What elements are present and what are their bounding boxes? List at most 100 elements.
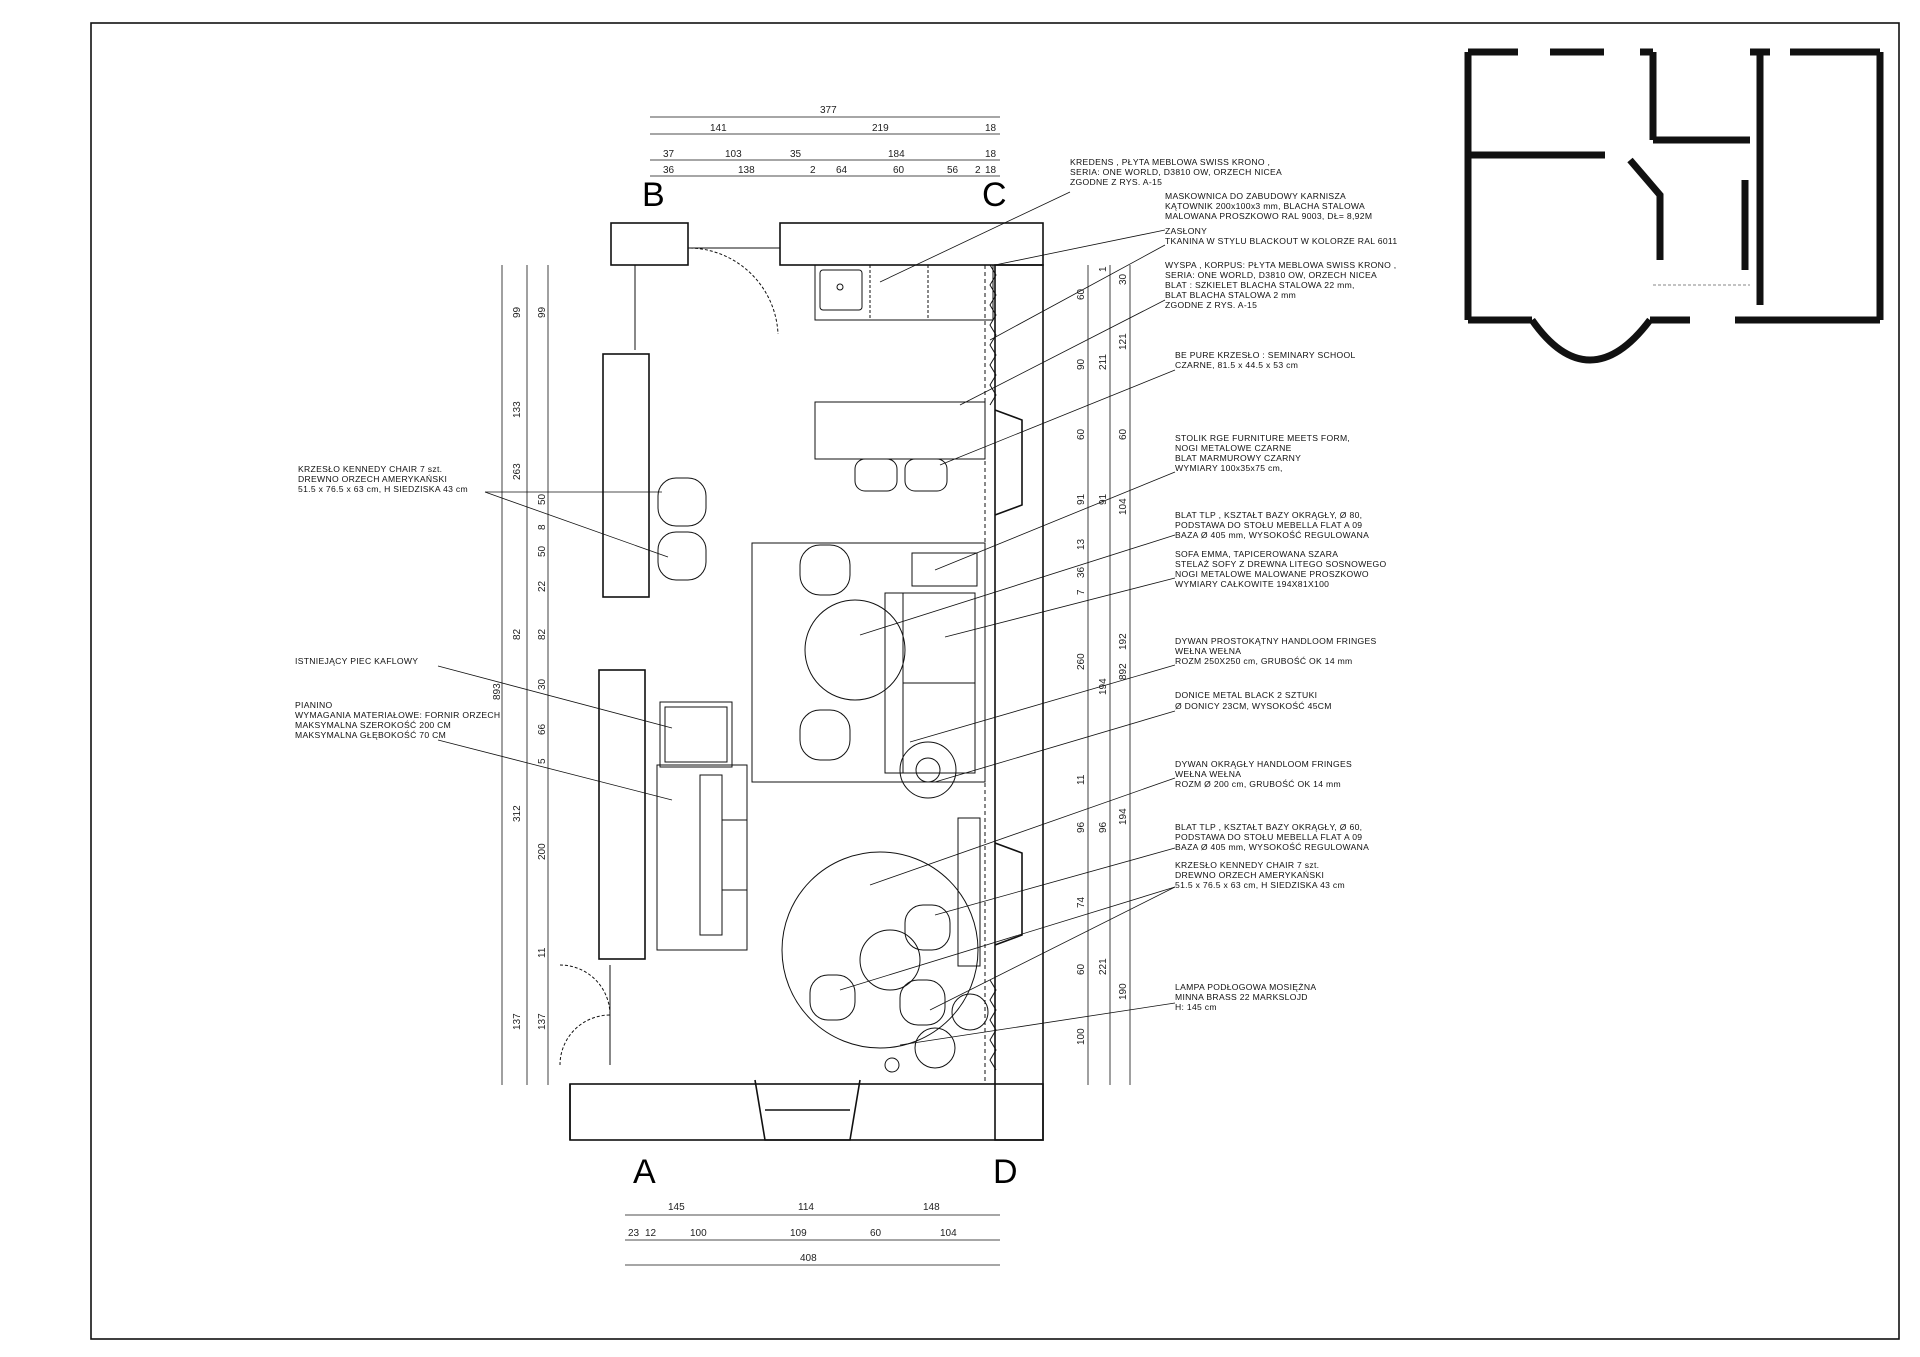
right-dim-c3-1: 121 xyxy=(1118,333,1129,350)
round-table-living xyxy=(804,599,906,701)
right-dim-c3-4: 192 xyxy=(1118,633,1129,650)
note-r12-l2: 51.5 x 76.5 x 63 cm, H SIEDZISKA 43 cm xyxy=(1175,880,1345,890)
right-dim-c1-10: 74 xyxy=(1076,896,1087,908)
note-r5-l0: STOLIK RGE FURNITURE MEETS FORM, xyxy=(1175,433,1350,443)
left-dim-c1-1: 133 xyxy=(512,401,523,418)
left-dim-c2-8: 5 xyxy=(537,758,548,764)
bottom-dim-r2-4: 60 xyxy=(870,1228,882,1239)
right-dim-c1-2: 60 xyxy=(1076,428,1087,440)
stove xyxy=(659,701,733,768)
curtain-top xyxy=(989,264,997,406)
note-r11-l1: PODSTAWA DO STOŁU MEBELLA FLAT A 09 xyxy=(1175,832,1362,842)
left-dim-c2-6: 30 xyxy=(537,678,548,690)
note-r0-l1: SERIA: ONE WORLD, D3810 OW, ORZECH NICEA xyxy=(1070,167,1282,177)
note-r5-l2: BLAT MARMUROWY CZARNY xyxy=(1175,453,1301,463)
note-r10-l2: ROZM Ø 200 cm, GRUBOŚĆ OK 14 mm xyxy=(1175,778,1341,789)
left-dim-c1-4: 137 xyxy=(512,1013,523,1030)
note-r8-l0: DYWAN PROSTOKĄTNY HANDLOOM FRINGES xyxy=(1175,636,1377,646)
note-r7-l2: NOGI METALOWE MALOWANE PROSZKOWO xyxy=(1175,569,1369,579)
note-r4-l0: BE PURE KRZESŁO : SEMINARY SCHOOL xyxy=(1175,350,1356,360)
top-dim-r2-3: 184 xyxy=(888,149,905,160)
annotations-left: KRZESŁO KENNEDY CHAIR 7 szt. DREWNO ORZE… xyxy=(295,464,500,740)
note-r1-l1: KĄTOWNIK 200x100x3 mm, BLACHA STALOWA xyxy=(1165,201,1365,211)
right-dim-c1-8: 11 xyxy=(1076,774,1087,785)
left-dim-c2-5: 82 xyxy=(537,628,548,640)
bottom-dim-r2-1: 12 xyxy=(645,1228,657,1239)
note-r13-l2: H: 145 cm xyxy=(1175,1002,1217,1012)
top-dim-r3-1: 138 xyxy=(738,165,755,176)
right-dim-c1-0: 60 xyxy=(1076,288,1087,300)
top-dim-r1-1: 219 xyxy=(872,123,889,134)
right-dim-c3-0: 30 xyxy=(1118,273,1129,285)
note-r8-l2: ROZM 250X250 cm, GRUBOŚĆ OK 14 mm xyxy=(1175,655,1353,666)
right-dim-c3-3: 104 xyxy=(1118,498,1129,515)
left-dim-c1-0: 99 xyxy=(512,306,523,318)
left-dim-outer-0: 263 xyxy=(512,463,523,480)
note-r3-l1: SERIA: ONE WORLD, D3810 OW, ORZECH NICEA xyxy=(1165,270,1377,280)
top-dim-total: 377 xyxy=(820,105,837,116)
note-l1-l0: ISTNIEJĄCY PIEC KAFLOWY xyxy=(295,656,418,666)
corner-label-c: C xyxy=(982,176,1007,214)
dining-chairs-left xyxy=(657,477,707,581)
right-dim-c2-2: 91 xyxy=(1098,493,1109,505)
top-dim-r1-2: 18 xyxy=(985,123,997,134)
top-dim-r1-0: 141 xyxy=(710,123,727,134)
top-dim-r3-2: 2 xyxy=(810,165,816,176)
note-r8-l1: WEŁNA WEŁNA xyxy=(1175,646,1241,656)
note-r1-l0: MASKOWNICA DO ZABUDOWY KARNISZA xyxy=(1165,191,1346,201)
left-dim-c2-4: 22 xyxy=(537,580,548,592)
right-dim-c3-2: 60 xyxy=(1118,428,1129,440)
note-r3-l3: BLAT BLACHA STALOWA 2 mm xyxy=(1165,290,1296,300)
right-dim-c2-1: 211 xyxy=(1098,354,1109,370)
right-dim-c2-5: 221 xyxy=(1098,958,1109,975)
dining-chairs-right xyxy=(809,904,951,1026)
note-r3-l2: BLAT : SZKIELET BLACHA STALOWA 22 mm, xyxy=(1165,280,1355,290)
note-r9-l1: Ø DONICY 23CM, WYSOKOŚĆ 45CM xyxy=(1175,700,1332,711)
note-l0-l1: DREWNO ORZECH AMERYKAŃSKI xyxy=(298,474,447,484)
right-dim-c1-3: 91 xyxy=(1076,493,1087,505)
coffee-table xyxy=(911,552,978,587)
top-dim-r3-4: 60 xyxy=(893,165,905,176)
right-dim-c3-5: 892 xyxy=(1118,663,1129,680)
top-dim-r2-4: 18 xyxy=(985,149,997,160)
note-l2-l2: MAKSYMALNA SZEROKOŚĆ 200 CM xyxy=(295,719,451,730)
sheet-border xyxy=(90,22,1900,1340)
leader-lines xyxy=(437,191,1176,1046)
note-l2-l3: MAKSYMALNA GŁĘBOKOŚĆ 70 CM xyxy=(295,729,446,740)
left-dim-outer-1: 893 xyxy=(492,683,503,700)
right-dimension-lines xyxy=(1087,265,1131,1085)
note-r7-l0: SOFA EMMA, TAPICEROWANA SZARA xyxy=(1175,549,1338,559)
left-dim-outer-2: 312 xyxy=(512,805,523,822)
radiator xyxy=(957,817,981,967)
bottom-dim-r2-0: 23 xyxy=(628,1228,640,1239)
armchairs xyxy=(799,544,851,761)
left-dim-c2-3: 50 xyxy=(537,545,548,557)
curtain-bottom xyxy=(989,979,997,1071)
annotations-right: KREDENS , PŁYTA MEBLOWA SWISS KRONO , SE… xyxy=(1070,157,1397,1012)
sofa xyxy=(884,592,976,774)
note-r6-l2: BAZA Ø 405 mm, WYSOKOŚĆ REGULOWANA xyxy=(1175,529,1369,540)
bottom-dim-r2-2: 100 xyxy=(690,1228,707,1239)
right-dim-c1-1: 90 xyxy=(1076,358,1087,370)
right-dim-c1-9: 96 xyxy=(1076,821,1087,833)
left-dim-c2-0: 99 xyxy=(537,306,548,318)
note-r11-l2: BAZA Ø 405 mm, WYSOKOŚĆ REGULOWANA xyxy=(1175,841,1369,852)
left-dimension-lines xyxy=(501,265,549,1085)
round-rug xyxy=(781,851,979,1049)
note-r12-l1: DREWNO ORZECH AMERYKAŃSKI xyxy=(1175,870,1324,880)
kitchen-sideboard xyxy=(814,264,994,321)
bottom-dim-total: 408 xyxy=(800,1253,817,1264)
note-l2-l0: PIANINO xyxy=(295,700,332,710)
right-dim-c1-5: 36 xyxy=(1076,566,1087,578)
note-r13-l0: LAMPA PODŁOGOWA MOSIĘŻNA xyxy=(1175,982,1316,992)
note-r0-l2: ZGODNE Z RYS. A-15 xyxy=(1070,177,1162,187)
note-r2-l1: TKANINA W STYLU BLACKOUT W KOLORZE RAL 6… xyxy=(1165,236,1397,246)
top-dim-r3-7: 18 xyxy=(985,165,997,176)
bottom-dim-r2-3: 109 xyxy=(790,1228,807,1239)
top-dim-r3-5: 56 xyxy=(947,165,959,176)
right-dim-c1-4: 13 xyxy=(1076,538,1087,550)
note-r6-l1: PODSTAWA DO STOŁU MEBELLA FLAT A 09 xyxy=(1175,520,1362,530)
bar-stools xyxy=(854,458,948,492)
bottom-dim-r1-1: 114 xyxy=(798,1202,814,1213)
